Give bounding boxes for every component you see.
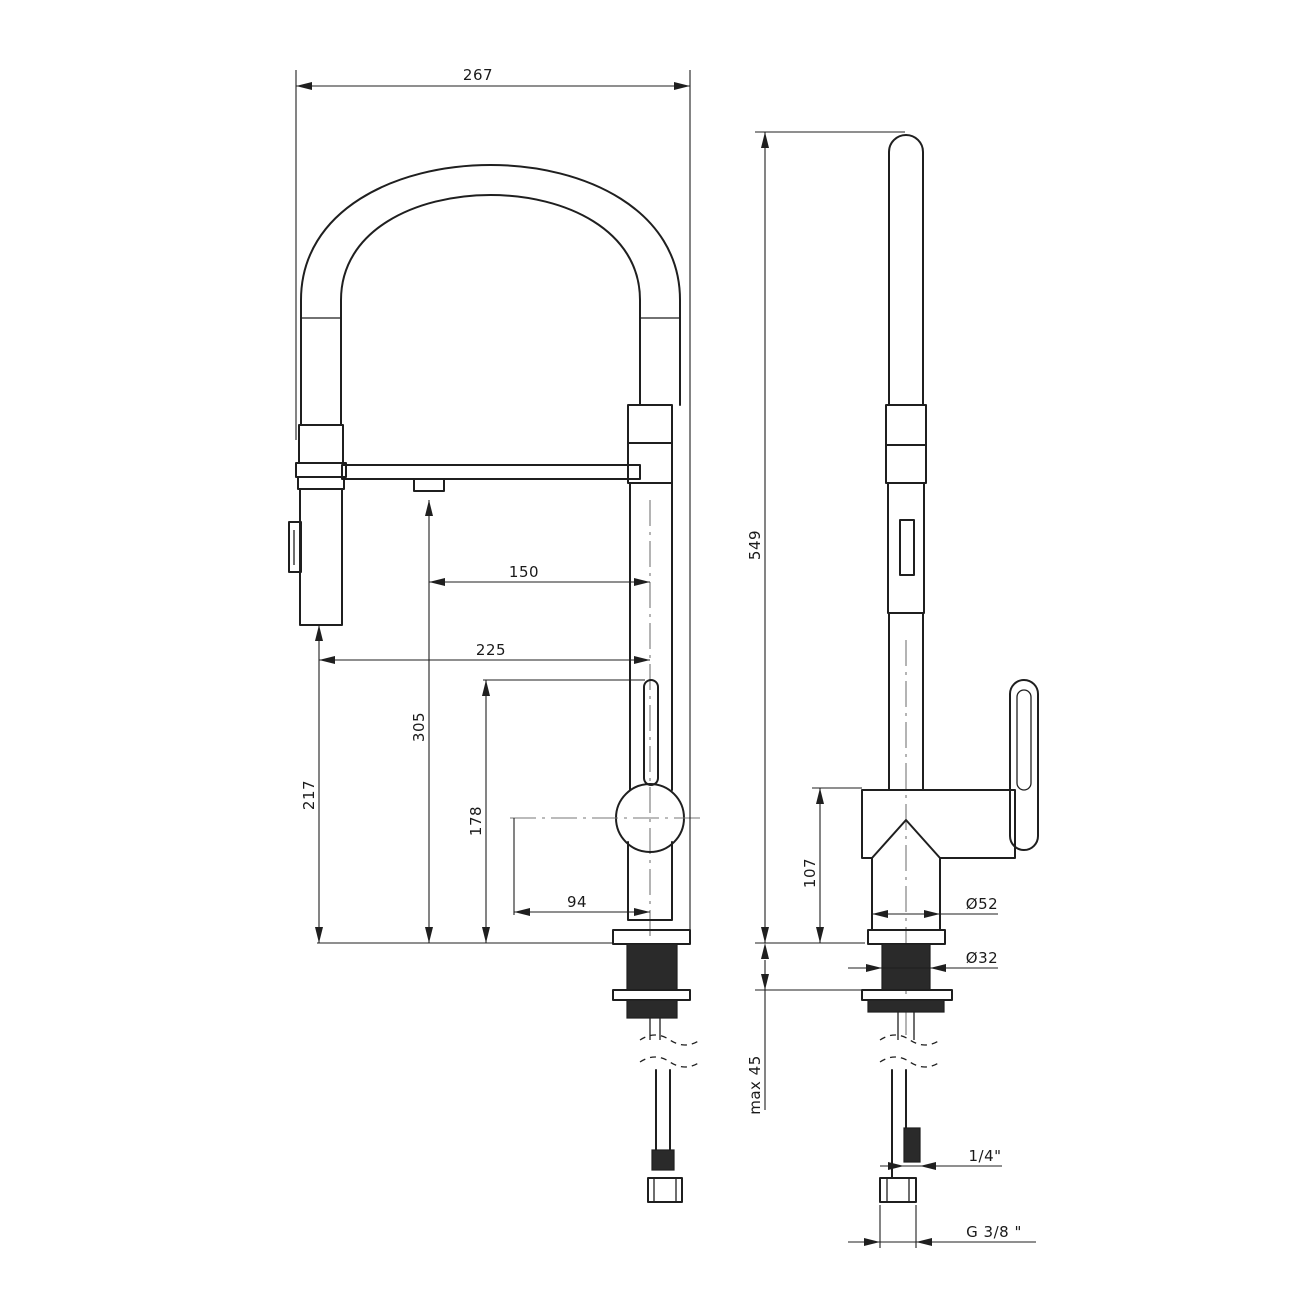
side-body bbox=[861, 789, 1016, 931]
front-spray-head bbox=[288, 424, 347, 626]
dim-max-deck-thickness: max 45 bbox=[746, 1055, 764, 1115]
dim-lever-height: 178 bbox=[467, 806, 485, 836]
dim-spout-to-aerator: 150 bbox=[509, 563, 539, 581]
front-column bbox=[627, 404, 673, 940]
front-view bbox=[288, 164, 701, 1203]
dim-body-height: 107 bbox=[801, 858, 819, 888]
dim-aerator-height: 305 bbox=[410, 712, 428, 742]
dim-hose-thread: 1/4" bbox=[968, 1147, 1001, 1165]
dim-outlet-height: 217 bbox=[300, 780, 318, 810]
side-lever bbox=[1009, 679, 1039, 851]
dim-shank-diameter: Ø32 bbox=[966, 949, 998, 967]
side-spout bbox=[885, 134, 927, 1040]
front-spout-arch bbox=[300, 164, 681, 426]
dim-overall-width: 267 bbox=[463, 66, 493, 84]
front-lever bbox=[510, 679, 700, 853]
dimension-lines bbox=[295, 70, 1036, 1248]
side-view bbox=[861, 134, 1039, 1203]
dim-connection-thread: G 3/8 " bbox=[966, 1223, 1022, 1241]
dim-overall-height: 549 bbox=[746, 530, 764, 560]
dim-body-diameter: Ø52 bbox=[966, 895, 998, 913]
front-holder-arm bbox=[341, 464, 641, 492]
front-spout-arch-inner bbox=[340, 194, 641, 426]
dim-spout-reach: 225 bbox=[476, 641, 506, 659]
dimension-labels: 267 549 150 225 305 217 178 94 107 Ø52 Ø… bbox=[300, 66, 1022, 1241]
side-base bbox=[861, 929, 953, 1203]
front-base bbox=[612, 929, 701, 1203]
dim-lever-reach: 94 bbox=[567, 893, 587, 911]
